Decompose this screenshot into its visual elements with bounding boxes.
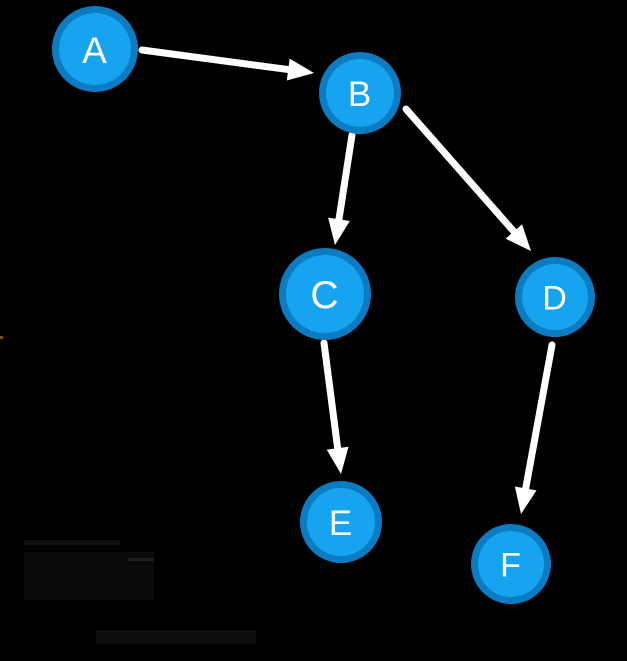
edge-line [138,46,296,74]
edge-line [521,341,556,496]
arrowhead-icon [505,224,531,251]
node-A[interactable]: A [52,6,138,92]
edge-A-B [138,46,314,81]
edge-D-F [514,341,556,514]
node-body [59,13,131,85]
arrowhead-icon [328,217,350,245]
arrowhead-icon [286,58,314,81]
edge-B-D [402,105,531,251]
edge-B-C [328,131,356,245]
edge-line [334,131,356,227]
node-label: F [500,546,522,584]
node-label: B [348,75,372,114]
edge-line [320,339,342,456]
node-E[interactable]: E [300,481,382,563]
node-label: E [329,504,353,543]
node-D[interactable]: D [515,257,595,337]
node-label: D [542,279,568,317]
arrowhead-icon [514,486,537,514]
arrowhead-icon [326,446,349,474]
node-label: C [310,274,339,317]
node-body [478,531,544,597]
node-body [326,59,394,127]
node-C[interactable]: C [279,248,371,340]
node-body [307,488,375,556]
edge-line [402,105,520,238]
node-body [286,255,364,333]
node-body [522,264,588,330]
node-F[interactable]: F [471,524,551,604]
node-label: A [82,30,108,71]
edge-C-E [320,339,349,474]
node-B[interactable]: B [319,52,401,134]
